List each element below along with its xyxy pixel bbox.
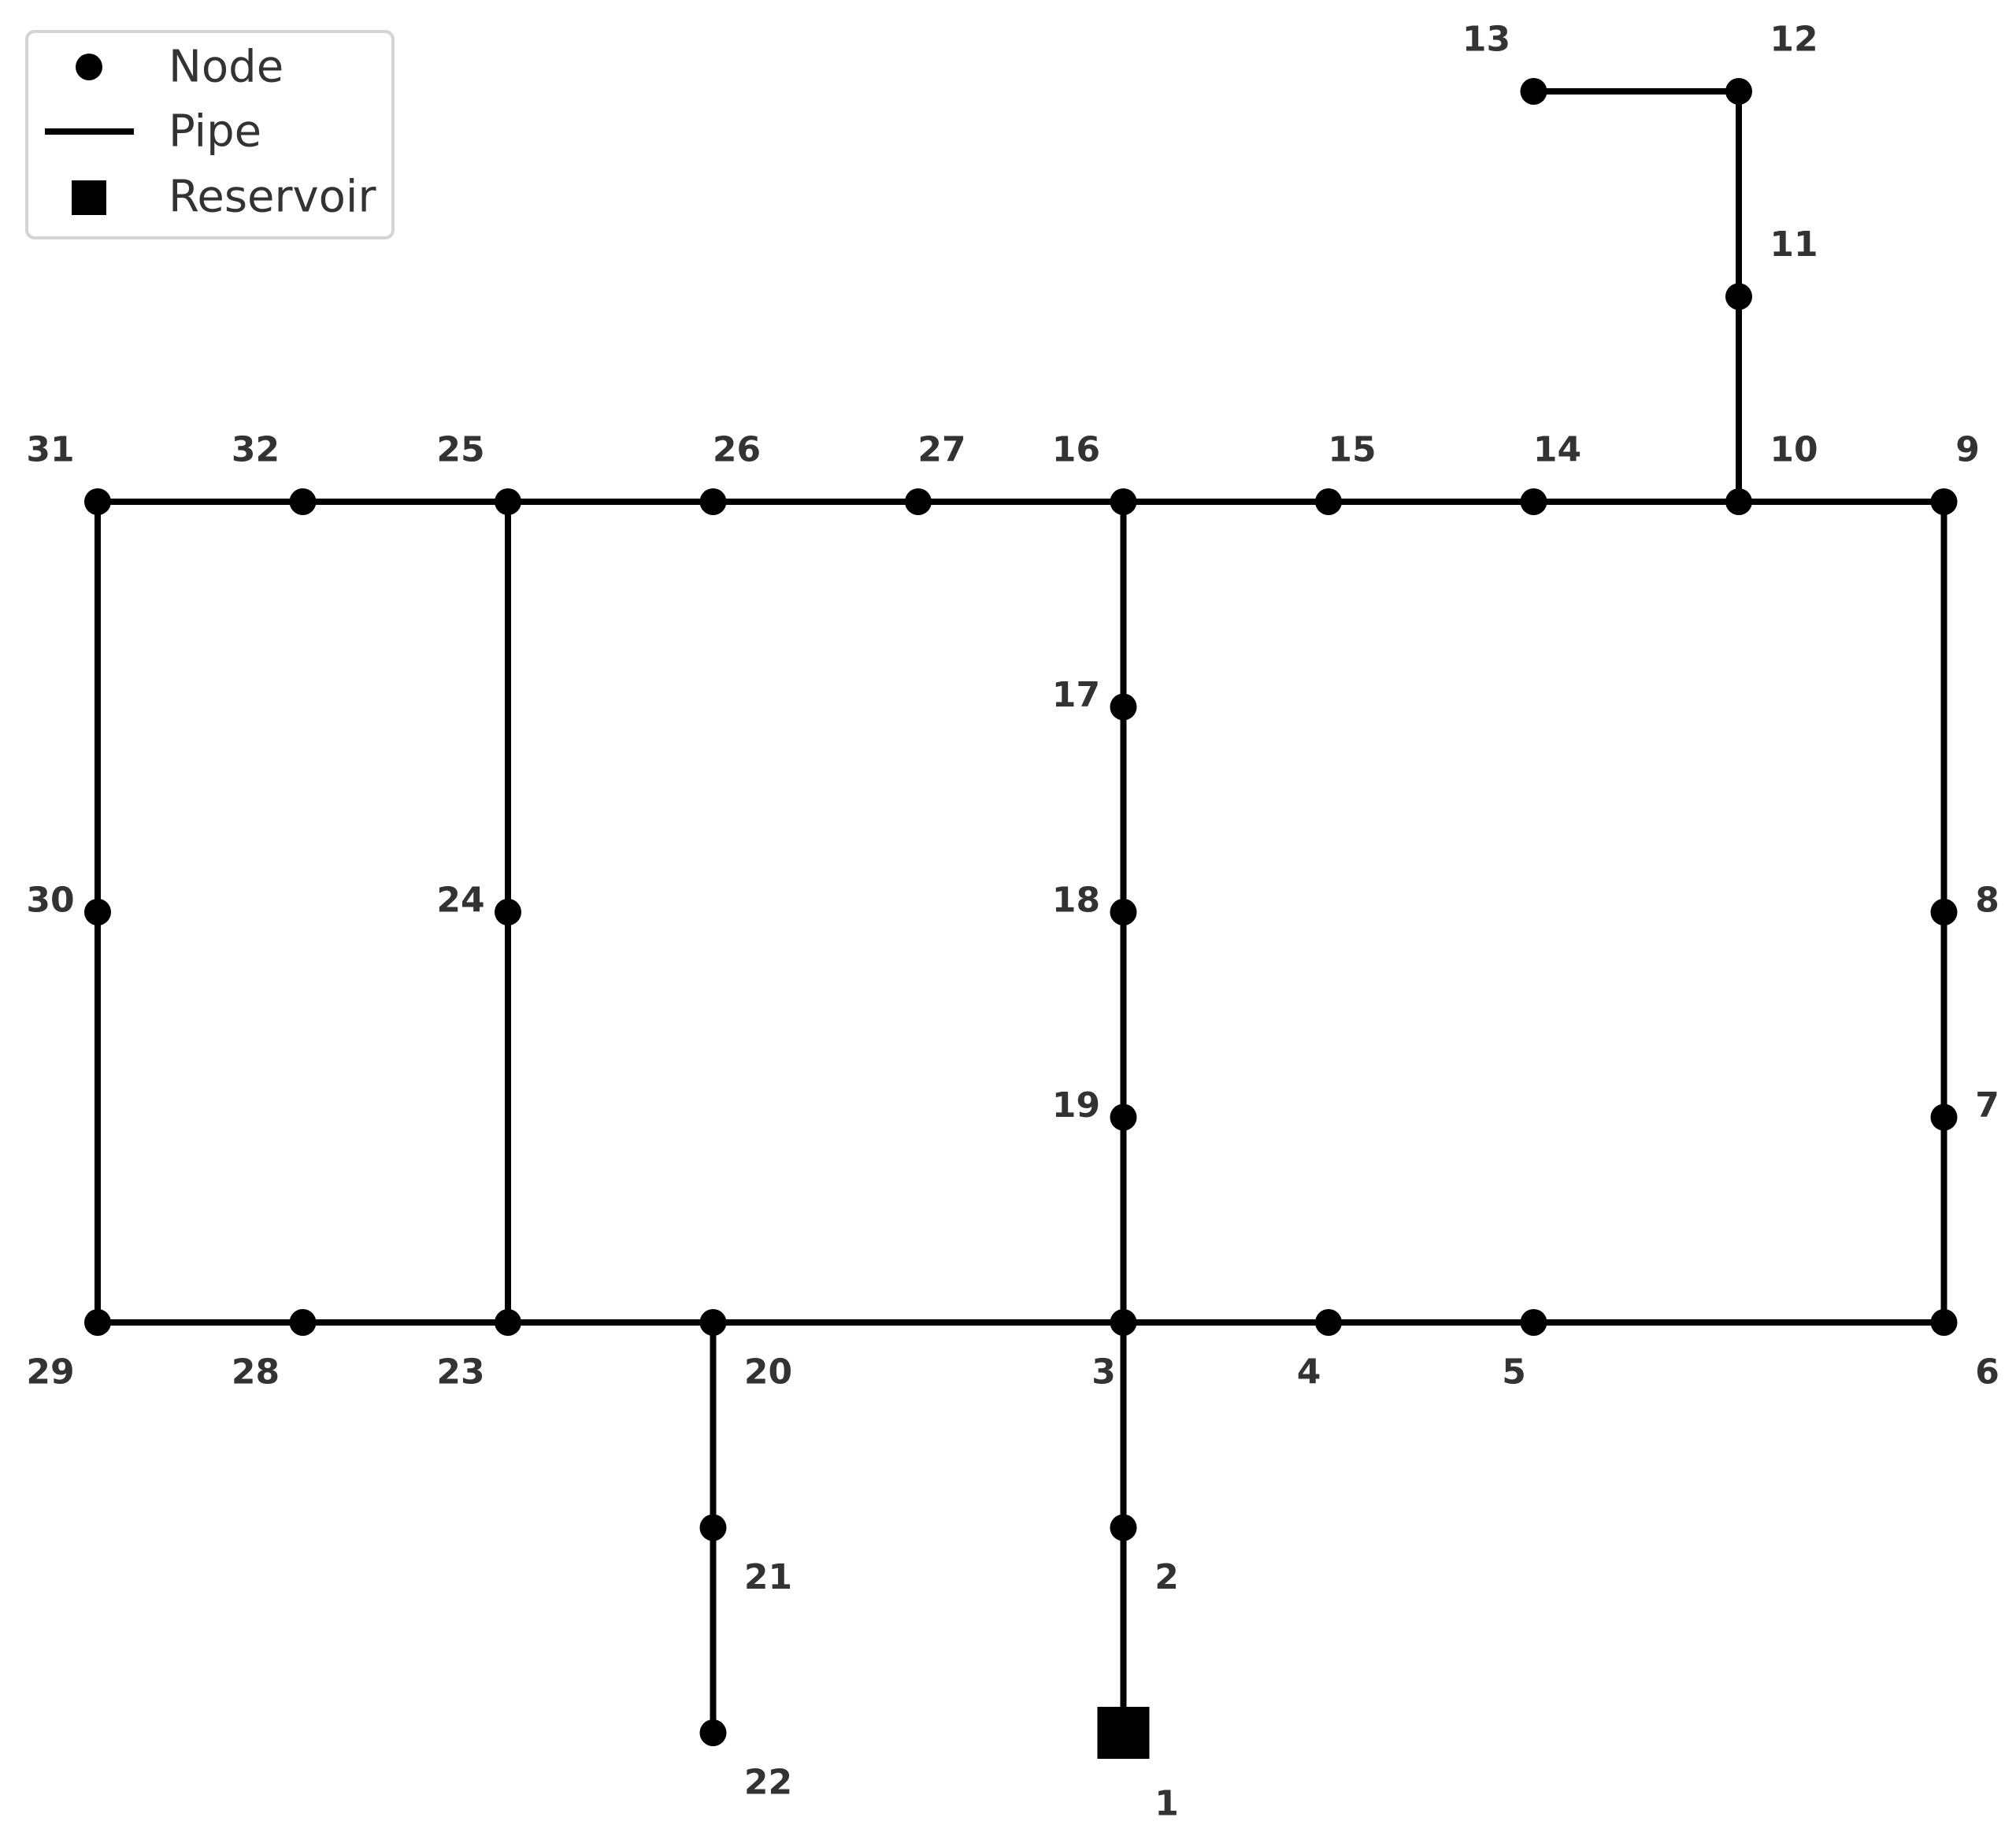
nodes-layer <box>84 78 1958 1759</box>
node-29 <box>84 1309 111 1336</box>
node-4 <box>1315 1309 1342 1336</box>
node-label-7: 7 <box>1975 1085 1999 1126</box>
node-label-20: 20 <box>744 1352 792 1393</box>
node-25 <box>495 488 521 515</box>
node-label-22: 22 <box>744 1763 792 1803</box>
node-label-31: 31 <box>26 430 74 470</box>
legend-node-label: Node <box>169 42 284 93</box>
node-13 <box>1520 78 1547 105</box>
node-label-19: 19 <box>1052 1085 1100 1126</box>
legend: Node Pipe Reservoir <box>25 30 395 239</box>
node-30 <box>84 899 111 925</box>
node-label-28: 28 <box>232 1352 280 1393</box>
node-17 <box>1110 693 1137 721</box>
node-label-16: 16 <box>1052 430 1100 470</box>
node-label-8: 8 <box>1975 881 1999 921</box>
node-23 <box>495 1309 521 1336</box>
node-27 <box>905 488 932 515</box>
legend-reservoir-label: Reservoir <box>169 172 376 223</box>
node-2 <box>1110 1514 1137 1541</box>
node-label-15: 15 <box>1328 430 1376 470</box>
node-8 <box>1930 899 1958 925</box>
node-label-14: 14 <box>1533 430 1581 470</box>
node-label-18: 18 <box>1052 881 1100 921</box>
node-label-13: 13 <box>1462 20 1510 60</box>
node-19 <box>1110 1103 1137 1131</box>
node-24 <box>495 899 521 925</box>
node-32 <box>289 488 317 515</box>
reservoir-1 <box>1097 1707 1150 1759</box>
node-label-11: 11 <box>1770 224 1818 265</box>
node-31 <box>84 488 111 515</box>
node-18 <box>1110 899 1137 925</box>
node-16 <box>1110 488 1137 515</box>
node-6 <box>1930 1309 1958 1336</box>
legend-frame <box>25 30 395 239</box>
node-21 <box>699 1514 727 1541</box>
node-label-29: 29 <box>26 1352 74 1393</box>
node-label-30: 30 <box>26 881 74 921</box>
legend-pipe-label: Pipe <box>169 106 261 158</box>
node-label-26: 26 <box>713 430 761 470</box>
node-11 <box>1725 283 1752 310</box>
pipes-layer <box>94 88 1947 1736</box>
node-14 <box>1520 488 1547 515</box>
legend-node-marker <box>76 54 102 80</box>
node-label-27: 27 <box>917 430 965 470</box>
node-label-5: 5 <box>1502 1352 1526 1393</box>
node-label-32: 32 <box>232 430 280 470</box>
node-label-10: 10 <box>1770 430 1818 470</box>
node-label-12: 12 <box>1770 20 1818 60</box>
node-label-17: 17 <box>1052 675 1100 715</box>
node-label-6: 6 <box>1975 1352 1999 1393</box>
node-label-24: 24 <box>436 881 484 921</box>
node-7 <box>1930 1103 1958 1131</box>
node-28 <box>289 1309 317 1336</box>
node-10 <box>1725 488 1752 515</box>
node-label-3: 3 <box>1091 1352 1116 1393</box>
node-3 <box>1110 1309 1137 1336</box>
node-5 <box>1520 1309 1547 1336</box>
node-label-21: 21 <box>744 1557 792 1597</box>
node-12 <box>1725 78 1752 105</box>
node-20 <box>699 1309 727 1336</box>
node-label-23: 23 <box>436 1352 484 1393</box>
node-26 <box>699 488 727 515</box>
node-label-25: 25 <box>436 430 484 470</box>
node-9 <box>1930 488 1958 515</box>
node-15 <box>1315 488 1342 515</box>
node-label-2: 2 <box>1154 1557 1179 1597</box>
node-label-1: 1 <box>1154 1784 1179 1824</box>
node-22 <box>699 1719 727 1746</box>
legend-reservoir-marker <box>72 180 106 215</box>
node-label-4: 4 <box>1297 1352 1321 1393</box>
node-label-9: 9 <box>1955 430 1980 470</box>
